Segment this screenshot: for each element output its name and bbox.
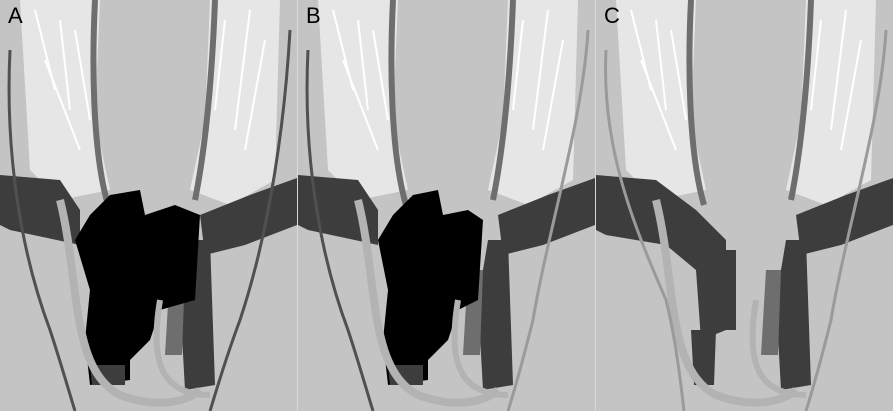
panel-a: A bbox=[0, 0, 297, 411]
panel-a-image bbox=[0, 0, 297, 411]
panel-c-image bbox=[596, 0, 893, 411]
panel-b-image bbox=[298, 0, 595, 411]
panel-b: B bbox=[298, 0, 595, 411]
panel-label-a: A bbox=[8, 4, 23, 28]
panel-label-c: C bbox=[604, 4, 620, 28]
panel-label-b: B bbox=[306, 4, 321, 28]
panel-c: C bbox=[596, 0, 893, 411]
